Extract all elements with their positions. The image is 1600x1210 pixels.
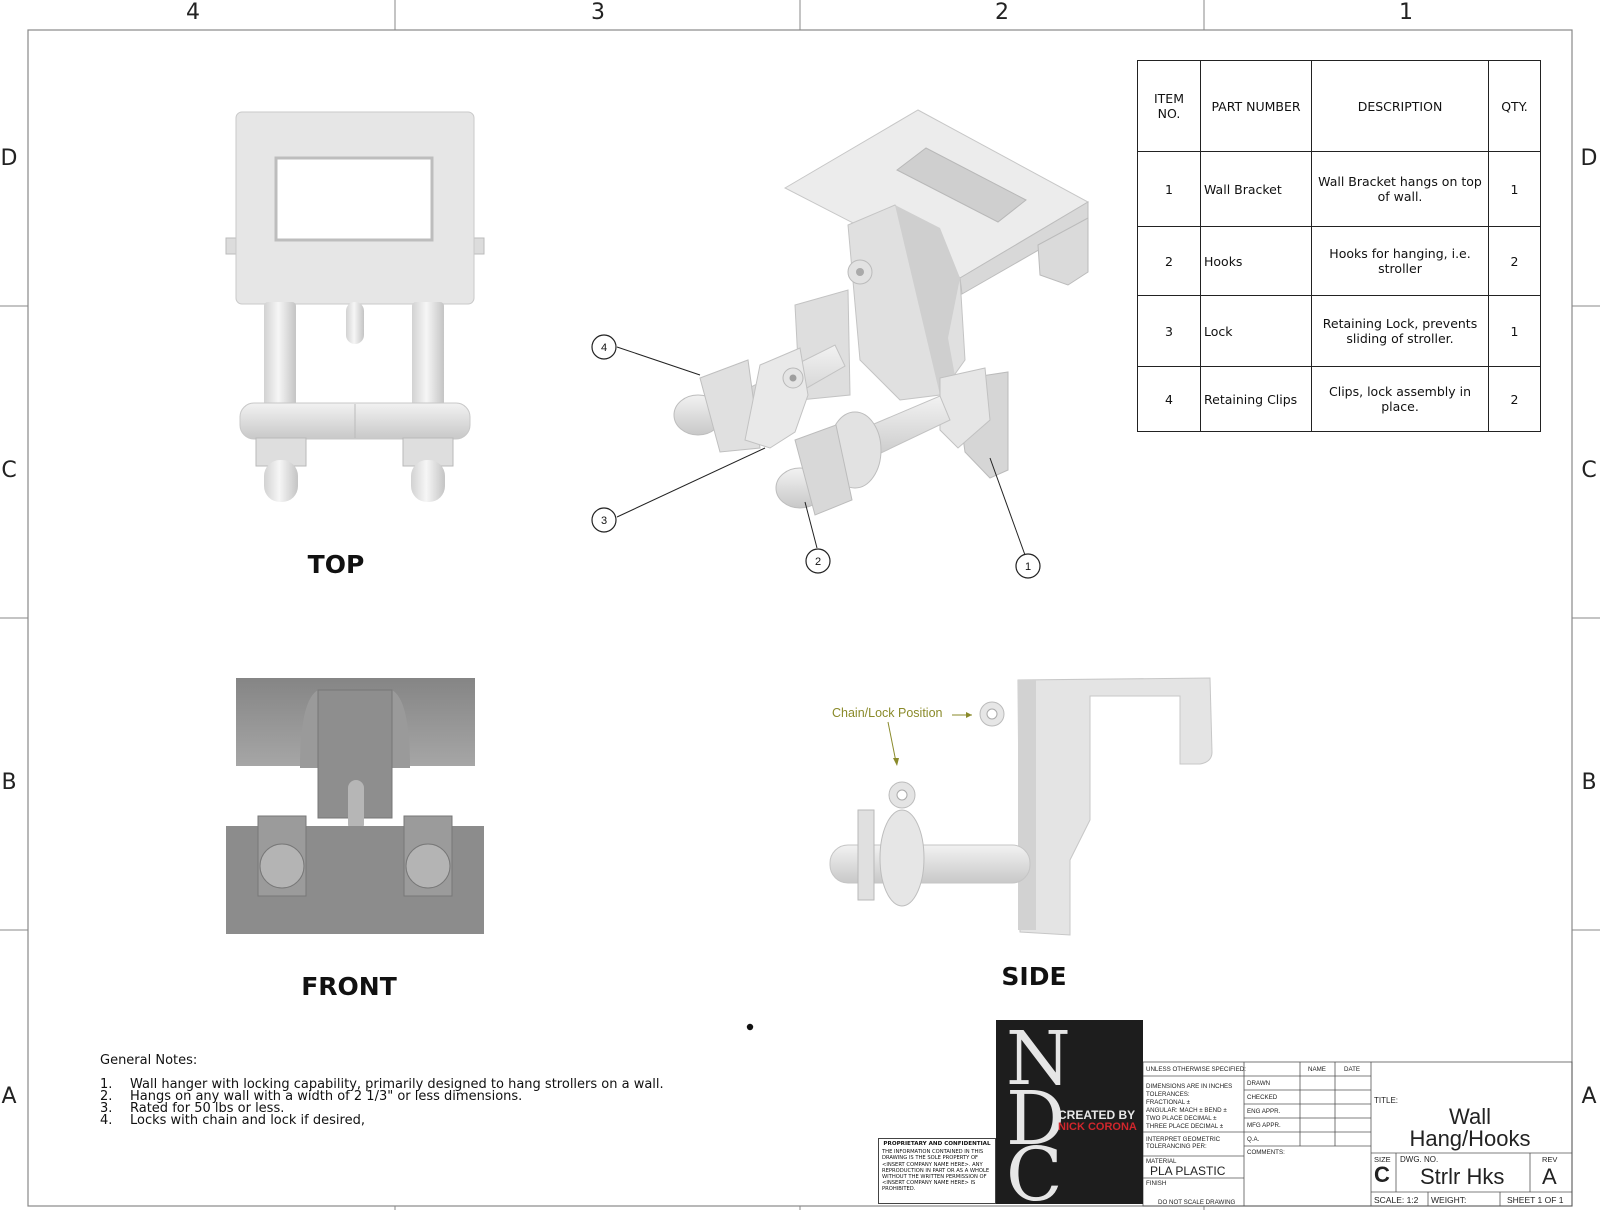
bom-qty: 1 — [1488, 151, 1541, 227]
tb-comments: COMMENTS: — [1247, 1149, 1285, 1156]
bom-part: Retaining Clips — [1200, 366, 1312, 432]
note-item: 3.Rated for 50 lbs or less. — [100, 1101, 285, 1116]
tb-fractional: FRACTIONAL ± — [1146, 1099, 1191, 1106]
side-view-label: SIDE — [1001, 962, 1067, 991]
bom-item: 3 — [1137, 295, 1201, 367]
side-view — [829, 677, 1213, 936]
tb-material-label: MATERIAL — [1146, 1158, 1177, 1165]
proprietary-heading: PROPRIETARY AND CONFIDENTIAL — [883, 1141, 991, 1147]
title-block-grid — [1142, 1061, 1573, 1207]
zone-row-a-right: A — [1581, 1084, 1597, 1109]
tb-three-place: THREE PLACE DECIMAL ± — [1146, 1123, 1224, 1130]
tb-rev: A — [1542, 1164, 1557, 1189]
bom-item: 4 — [1137, 366, 1201, 432]
logo-letter-c: C — [1006, 1132, 1063, 1204]
proprietary-notice: PROPRIETARY AND CONFIDENTIAL THE INFORMA… — [878, 1138, 996, 1204]
zone-col-4: 4 — [186, 0, 200, 25]
bill-of-materials: ITEM NO. PART NUMBER DESCRIPTION QTY. 1 … — [1137, 60, 1541, 432]
bom-desc: Clips, lock assembly in place. — [1311, 366, 1489, 432]
bom-header-desc: DESCRIPTION — [1311, 60, 1489, 152]
zone-row-b-right: B — [1581, 770, 1597, 795]
tb-material: PLA PLASTIC — [1150, 1164, 1226, 1178]
zone-row-c-right: C — [1581, 458, 1597, 483]
tb-role-drawn: DRAWN — [1247, 1080, 1271, 1087]
top-view — [225, 111, 485, 502]
note-item: 4.Locks with chain and lock if desired, — [100, 1113, 365, 1128]
table-row: 3 Lock Retaining Lock, prevents sliding … — [1137, 295, 1541, 367]
tb-scale: SCALE: 1:2 — [1374, 1195, 1419, 1205]
tb-role-qa: Q.A. — [1247, 1136, 1260, 1143]
tb-name-col: NAME — [1308, 1066, 1326, 1073]
tb-do-not-scale: DO NOT SCALE DRAWING — [1158, 1199, 1236, 1206]
bom-header-item: ITEM NO. — [1137, 60, 1201, 152]
tb-title-line1: Wall — [1449, 1104, 1491, 1129]
bom-part: Hooks — [1200, 226, 1312, 296]
zone-row-d-right: D — [1580, 146, 1598, 171]
bom-header-part: PART NUMBER — [1200, 60, 1312, 152]
tb-angular: ANGULAR: MACH ± BEND ± — [1146, 1107, 1227, 1114]
tb-role-eng: ENG APPR. — [1247, 1108, 1281, 1115]
bom-qty: 1 — [1488, 295, 1541, 367]
zone-row-a-left: A — [1, 1084, 17, 1109]
top-view-label: TOP — [307, 550, 365, 579]
bom-qty: 2 — [1488, 366, 1541, 432]
tb-weight: WEIGHT: — [1431, 1195, 1467, 1205]
tb-two-place: TWO PLACE DECIMAL ± — [1146, 1115, 1217, 1122]
zone-row-b-left: B — [1, 770, 17, 795]
bom-desc: Hooks for hanging, i.e. stroller — [1311, 226, 1489, 296]
tb-dims: DIMENSIONS ARE IN INCHES — [1146, 1083, 1233, 1090]
tb-role-checked: CHECKED — [1247, 1094, 1278, 1101]
zone-row-c-left: C — [1, 458, 17, 483]
bom-desc: Retaining Lock, prevents sliding of stro… — [1311, 295, 1489, 367]
notes-heading: General Notes: — [100, 1053, 198, 1068]
tb-role-mfg: MFG APPR. — [1247, 1122, 1281, 1129]
tb-size: C — [1374, 1162, 1390, 1187]
ndc-logo: N D C CREATED BY NICK CORONA — [996, 1020, 1143, 1204]
bom-desc: Wall Bracket hangs on top of wall. — [1311, 151, 1489, 227]
tb-date-col: DATE — [1344, 1066, 1361, 1073]
bom-part: Lock — [1200, 295, 1312, 367]
bom-header-qty: QTY. — [1488, 60, 1541, 152]
tb-finish-label: FINISH — [1146, 1180, 1167, 1187]
tb-sheet: SHEET 1 OF 1 — [1507, 1195, 1564, 1205]
proprietary-text: THE INFORMATION CONTAINED IN THIS DRAWIN… — [882, 1149, 990, 1193]
isometric-view — [616, 109, 1090, 556]
table-row: 2 Hooks Hooks for hanging, i.e. stroller… — [1137, 226, 1541, 296]
bom-item: 2 — [1137, 226, 1201, 296]
bom-qty: 2 — [1488, 226, 1541, 296]
zone-col-2: 2 — [995, 0, 1009, 25]
logo-created-by: CREATED BY — [1058, 1108, 1136, 1122]
zone-col-3: 3 — [591, 0, 605, 25]
tb-title-line2: Hang/Hooks — [1409, 1126, 1531, 1151]
zone-col-1: 1 — [1399, 0, 1413, 25]
logo-letter-d: D — [1006, 1076, 1066, 1162]
tb-dwg-no: Strlr Hks — [1420, 1164, 1505, 1189]
tb-size-label: SIZE — [1374, 1155, 1391, 1164]
tb-interpret: INTERPRET GEOMETRIC TOLERANCING PER: — [1146, 1136, 1221, 1150]
tb-dwg-label: DWG. NO. — [1400, 1155, 1439, 1164]
logo-author: NICK CORONA — [1058, 1121, 1137, 1133]
note-item: 1.Wall hanger with locking capability, p… — [100, 1077, 664, 1092]
front-view-label: FRONT — [301, 972, 397, 1001]
note-item: 2.Hangs on any wall with a width of 2 1/… — [100, 1089, 523, 1104]
bom-item: 1 — [1137, 151, 1201, 227]
front-view — [226, 678, 484, 934]
tb-title-label: TITLE: — [1374, 1096, 1399, 1105]
tb-unless: UNLESS OTHERWISE SPECIFIED: — [1146, 1066, 1246, 1073]
tb-rev-label: REV — [1542, 1155, 1558, 1164]
table-row: 4 Retaining Clips Clips, lock assembly i… — [1137, 366, 1541, 432]
zone-row-d-left: D — [0, 146, 18, 171]
chain-lock-annotation: Chain/Lock Position — [832, 706, 943, 720]
tb-tolerances: TOLERANCES: — [1146, 1091, 1190, 1098]
bom-part: Wall Bracket — [1200, 151, 1312, 227]
logo-letter-n: N — [1006, 1020, 1071, 1102]
table-row: 1 Wall Bracket Wall Bracket hangs on top… — [1137, 151, 1541, 227]
general-notes: General Notes: 1.Wall hanger with lockin… — [100, 1053, 664, 1128]
